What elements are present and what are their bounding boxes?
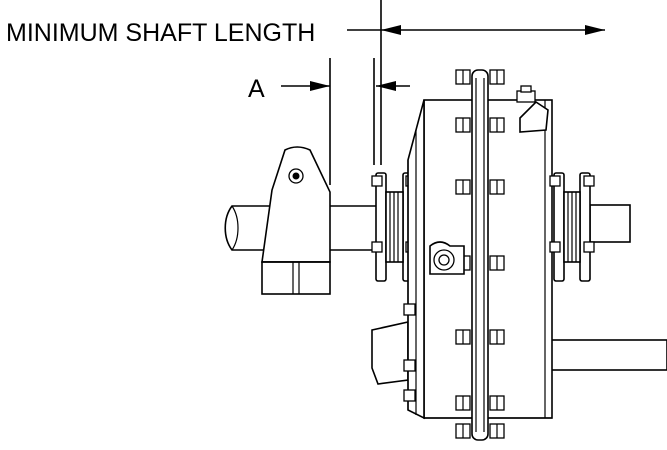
dimension-a — [281, 58, 410, 185]
flange-bolt-right-4 — [489, 255, 505, 271]
flange-bolt-right-6 — [489, 395, 505, 411]
right-coupling — [549, 172, 595, 282]
dimension-a-label: A — [248, 75, 265, 103]
top-fitting — [516, 85, 536, 103]
flange-bolt-right-5 — [489, 329, 505, 345]
flange-bolt-right-2 — [489, 117, 505, 133]
minimum-shaft-length-label: MINIMUM SHAFT LENGTH — [6, 19, 315, 47]
flange-bolt-left-6 — [455, 395, 471, 411]
flange-bolt-right-3 — [489, 179, 505, 195]
flange-bolt-left-1 — [455, 69, 471, 85]
minimum-shaft-length-dimension — [347, 0, 605, 165]
flange-bolt-right-7 — [489, 423, 505, 439]
flange-bolt-right-1 — [489, 69, 505, 85]
torque-arm-lug — [429, 241, 465, 275]
flange-bolt-left-2 — [455, 117, 471, 133]
housing-side-bolts — [403, 303, 416, 402]
flange-bolt-left-3 — [455, 179, 471, 195]
pillow-block-bearing — [261, 146, 331, 295]
right-output-shaft — [549, 204, 667, 371]
center-flange — [471, 69, 489, 441]
flange-bolt-left-7 — [455, 423, 471, 439]
flange-bolt-left-5 — [455, 329, 471, 345]
